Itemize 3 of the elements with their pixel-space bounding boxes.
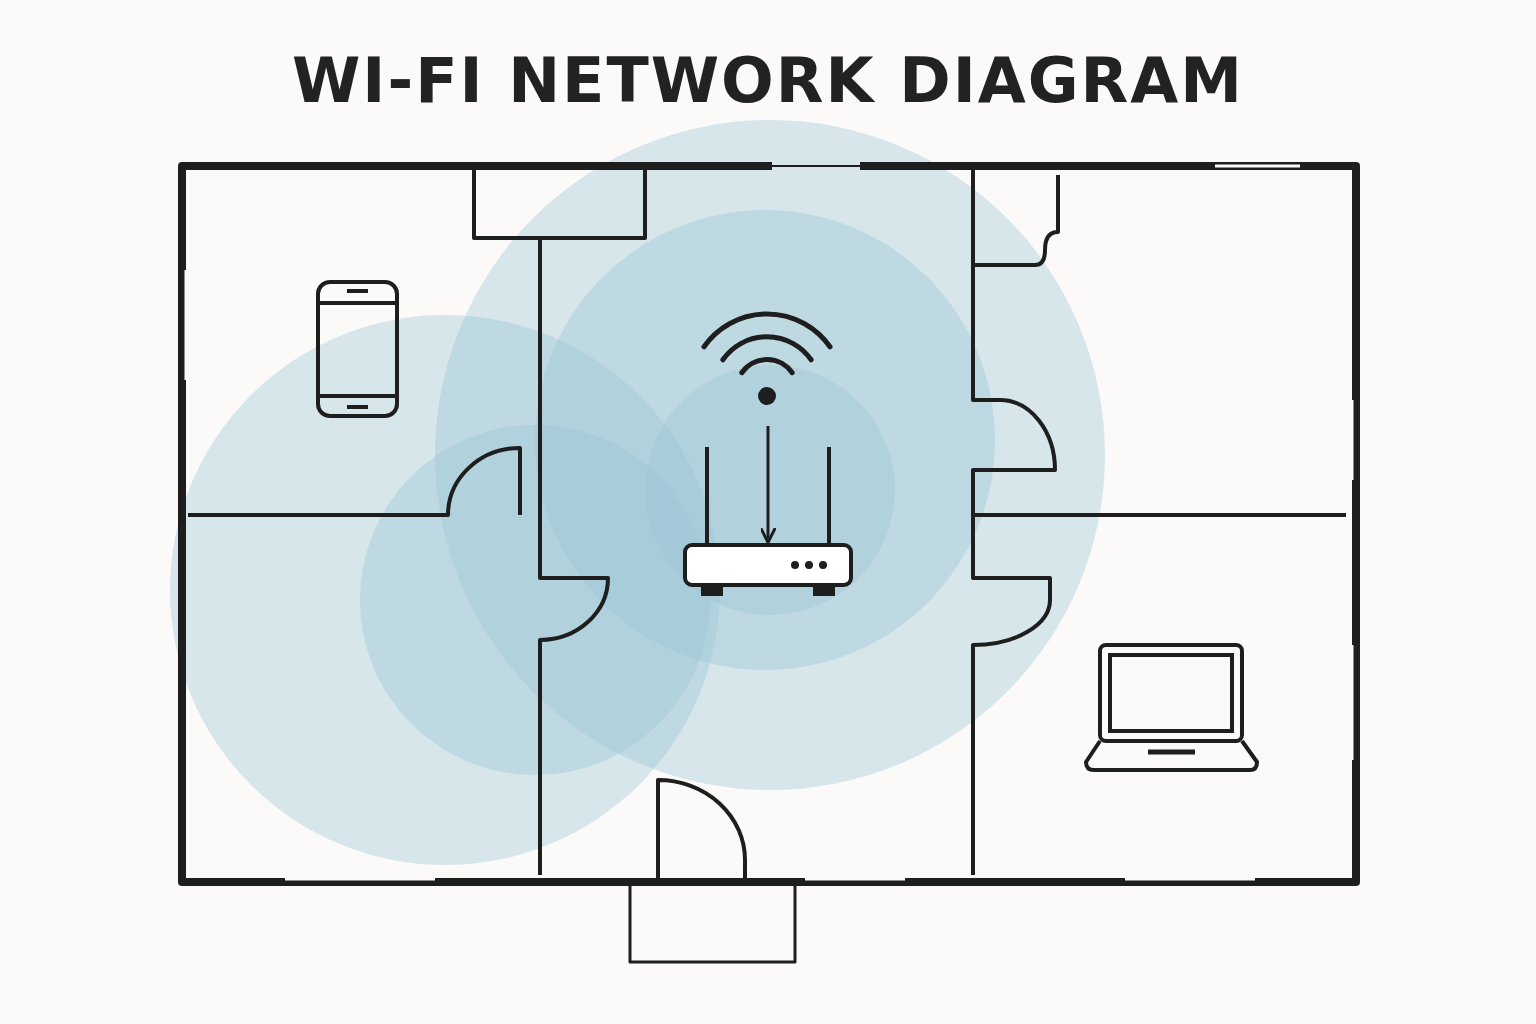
wifi-icon [702,312,832,408]
arrow [759,426,777,544]
title: WI-FI NETWORK DIAGRAM [291,44,1245,117]
